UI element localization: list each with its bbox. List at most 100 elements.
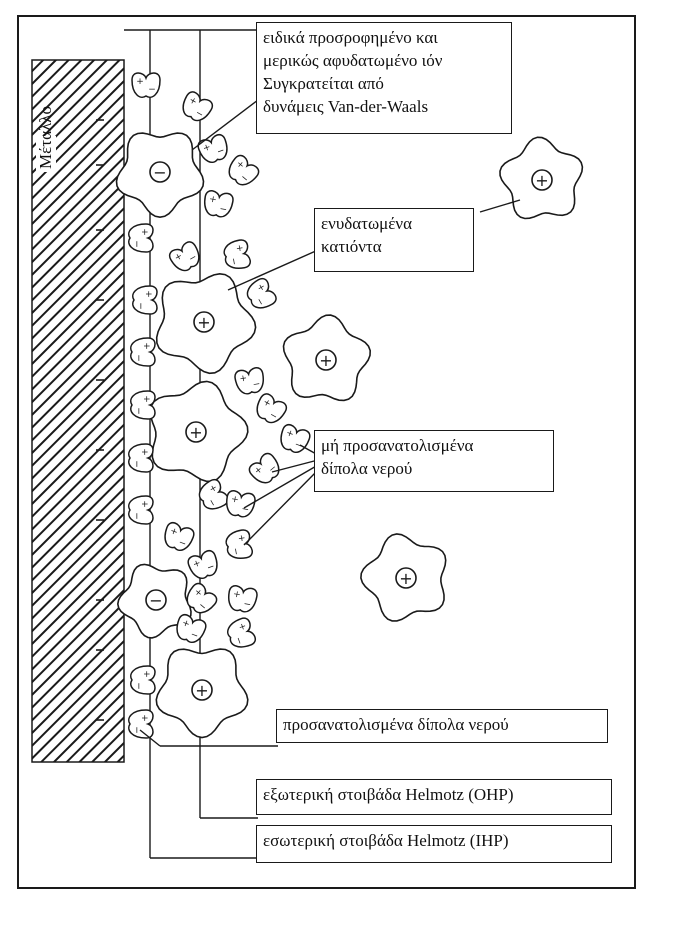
dipole-plus-sign: + [139, 714, 149, 722]
dipole-plus-sign: + [236, 622, 248, 633]
dipole-plus-sign: + [233, 244, 244, 253]
water-dipole: +− [131, 72, 161, 98]
water-dipole: +− [228, 585, 258, 613]
adsorbed-ion-line-2: μερικώς αφυδατωμένο ιόν [263, 51, 443, 70]
plus-sign: + [535, 171, 548, 190]
dipole-minus-sign: − [133, 407, 143, 415]
water-dipole: +− [186, 582, 218, 614]
water-dipole: +− [187, 549, 218, 579]
dipole-minus-sign: − [293, 440, 304, 452]
dipole-minus-sign: − [267, 410, 279, 422]
minus-sign: − [153, 163, 166, 182]
dipole-minus-sign: − [131, 240, 141, 248]
dipole-minus-sign: − [177, 538, 188, 550]
dipole-plus-sign: + [254, 282, 266, 294]
dipole-minus-sign: − [133, 354, 143, 362]
dipole-outline [168, 241, 200, 272]
water-dipole: +− [130, 390, 156, 420]
dipole-minus-sign: − [131, 460, 141, 468]
adsorbed-anion: − [115, 132, 205, 219]
dipole-minus-sign: − [252, 379, 261, 390]
dipole-outline [132, 285, 158, 315]
dipole-plus-sign: + [139, 228, 149, 236]
dipole-outline [130, 390, 156, 420]
water-dipole-group: +−+−+−+−+−+−+−+−+−+−+−+−+−+−+−+−+−+−+−+−… [128, 72, 311, 739]
water-dipole: +− [228, 154, 260, 186]
dipole-outline [227, 617, 257, 648]
water-dipole: +− [204, 190, 234, 218]
water-dipole: +− [234, 367, 264, 395]
water-dipole: +− [197, 133, 228, 163]
oriented-dipoles-text: προσανατολισμένα δίπολα νερού [283, 715, 509, 734]
water-dipole: +− [128, 709, 154, 739]
dipole-plus-sign: + [139, 500, 149, 508]
dipole-outline [176, 613, 207, 643]
dipole-outline [248, 452, 280, 484]
dipole-plus-sign: + [206, 483, 218, 495]
ohp-label: εξωτερική στοιβάδα Helmotz (OHP) [256, 779, 612, 815]
dipole-plus-sign: + [208, 194, 217, 205]
hydrated-cation: + [155, 272, 257, 375]
adsorbed-ion-line-1: ειδικά προσροφημένο και [263, 28, 438, 47]
dipole-minus-sign: − [241, 504, 250, 515]
dipole-outline [128, 223, 154, 253]
hydrated-cation: + [360, 533, 447, 622]
dipole-minus-sign: − [148, 85, 156, 95]
hydrated-cation: + [282, 314, 372, 402]
dipole-plus-sign: + [141, 395, 151, 403]
figure-frame [17, 15, 636, 889]
dipole-outline [197, 133, 228, 163]
dipole-plus-sign: + [284, 428, 295, 440]
dipole-minus-sign: − [232, 636, 244, 647]
ihp-label: εσωτερική στοιβάδα Helmotz (IHP) [256, 825, 612, 863]
dipole-outline [225, 529, 253, 559]
adsorbed-ion-line-4: δυνάμεις Van-der-Waals [263, 97, 429, 116]
dipole-plus-sign: + [141, 342, 151, 350]
dipole-plus-sign: + [192, 558, 203, 570]
water-dipole: +− [130, 337, 156, 367]
dipole-minus-sign: − [219, 204, 228, 215]
metal-surface-charges [96, 119, 104, 721]
dipole-plus-sign: + [230, 494, 239, 505]
dipole-plus-sign: + [136, 77, 144, 87]
ion-core [191, 679, 213, 701]
dipole-outline [130, 665, 156, 695]
water-dipole: +− [164, 521, 195, 551]
water-dipole: +− [176, 613, 207, 643]
hydrated-cations-label: ενυδατωμένα κατιόντα [314, 208, 474, 272]
ion-core [145, 589, 167, 611]
dipole-outline [128, 709, 154, 739]
water-dipole: +− [256, 393, 288, 424]
water-dipole: +− [168, 241, 200, 272]
water-dipole: +− [198, 478, 229, 510]
dipole-minus-sign: − [253, 296, 265, 308]
dipole-outline [182, 91, 214, 122]
dipole-minus-sign: − [135, 302, 145, 310]
plus-sign: + [319, 351, 332, 370]
dipole-minus-sign: − [230, 547, 241, 556]
leader-lines [139, 99, 521, 747]
dipole-outline [228, 585, 258, 613]
water-dipole: +− [128, 223, 154, 253]
dipole-minus-sign: − [193, 108, 205, 120]
dipole-outline [131, 72, 161, 98]
dipole-plus-sign: + [232, 589, 241, 600]
non-oriented-dipoles-label: μή προσανατολισμένα δίπολα νερού [314, 430, 554, 492]
dipole-outline [128, 495, 154, 525]
dipole-outline [223, 239, 251, 269]
dipole-outline [164, 521, 195, 551]
plus-sign: + [197, 313, 210, 332]
ion-core [315, 349, 337, 371]
dipole-plus-sign: + [141, 670, 151, 678]
dipole-plus-sign: + [239, 374, 248, 385]
water-dipole: +− [128, 443, 154, 473]
dipole-plus-sign: + [187, 95, 199, 107]
hydrated-cations-line-2: κατιόντα [321, 237, 382, 256]
plus-sign: + [195, 681, 208, 700]
dipole-outline [128, 443, 154, 473]
dipole-minus-sign: − [206, 562, 217, 574]
dipole-minus-sign: − [187, 252, 199, 264]
water-dipole: +− [225, 529, 253, 559]
water-dipole: +− [182, 91, 214, 122]
